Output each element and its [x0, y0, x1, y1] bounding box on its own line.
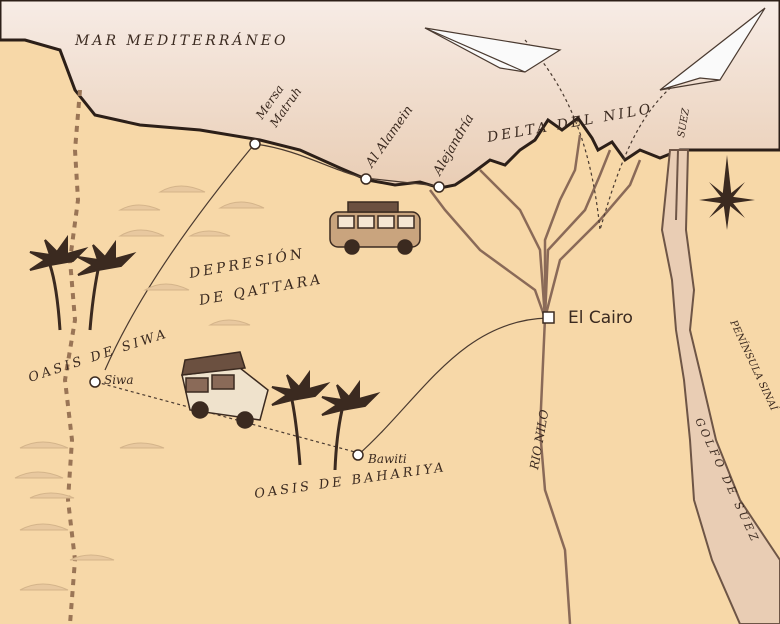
palm-tree-icon [29, 234, 381, 471]
mediterranean-sea [0, 0, 780, 190]
marker-siwa [89, 376, 101, 388]
marker-alejandria [433, 181, 445, 193]
marker-el-cairo [542, 311, 555, 324]
label-suez: SUEZ [676, 106, 692, 138]
place-bawiti: Bawiti [367, 452, 407, 466]
van-icon [329, 201, 421, 255]
border-line [62, 89, 82, 624]
paper-plane-icon [424, 7, 766, 91]
jeep-icon [181, 351, 269, 429]
gulf-of-suez [660, 149, 780, 624]
marker-al-alamein [360, 173, 372, 185]
marker-bawiti [352, 449, 364, 461]
place-markers [89, 138, 555, 461]
marker-mersa-matruh [249, 138, 261, 150]
dunes [14, 185, 265, 591]
suez-canal [675, 149, 679, 221]
place-siwa: Siwa [104, 373, 133, 387]
place-cairo: El Cairo [568, 308, 633, 328]
label-sea: MAR MEDITERRÁNEO [74, 31, 288, 49]
nile-river [429, 134, 642, 624]
compass-rose-icon [699, 155, 755, 230]
